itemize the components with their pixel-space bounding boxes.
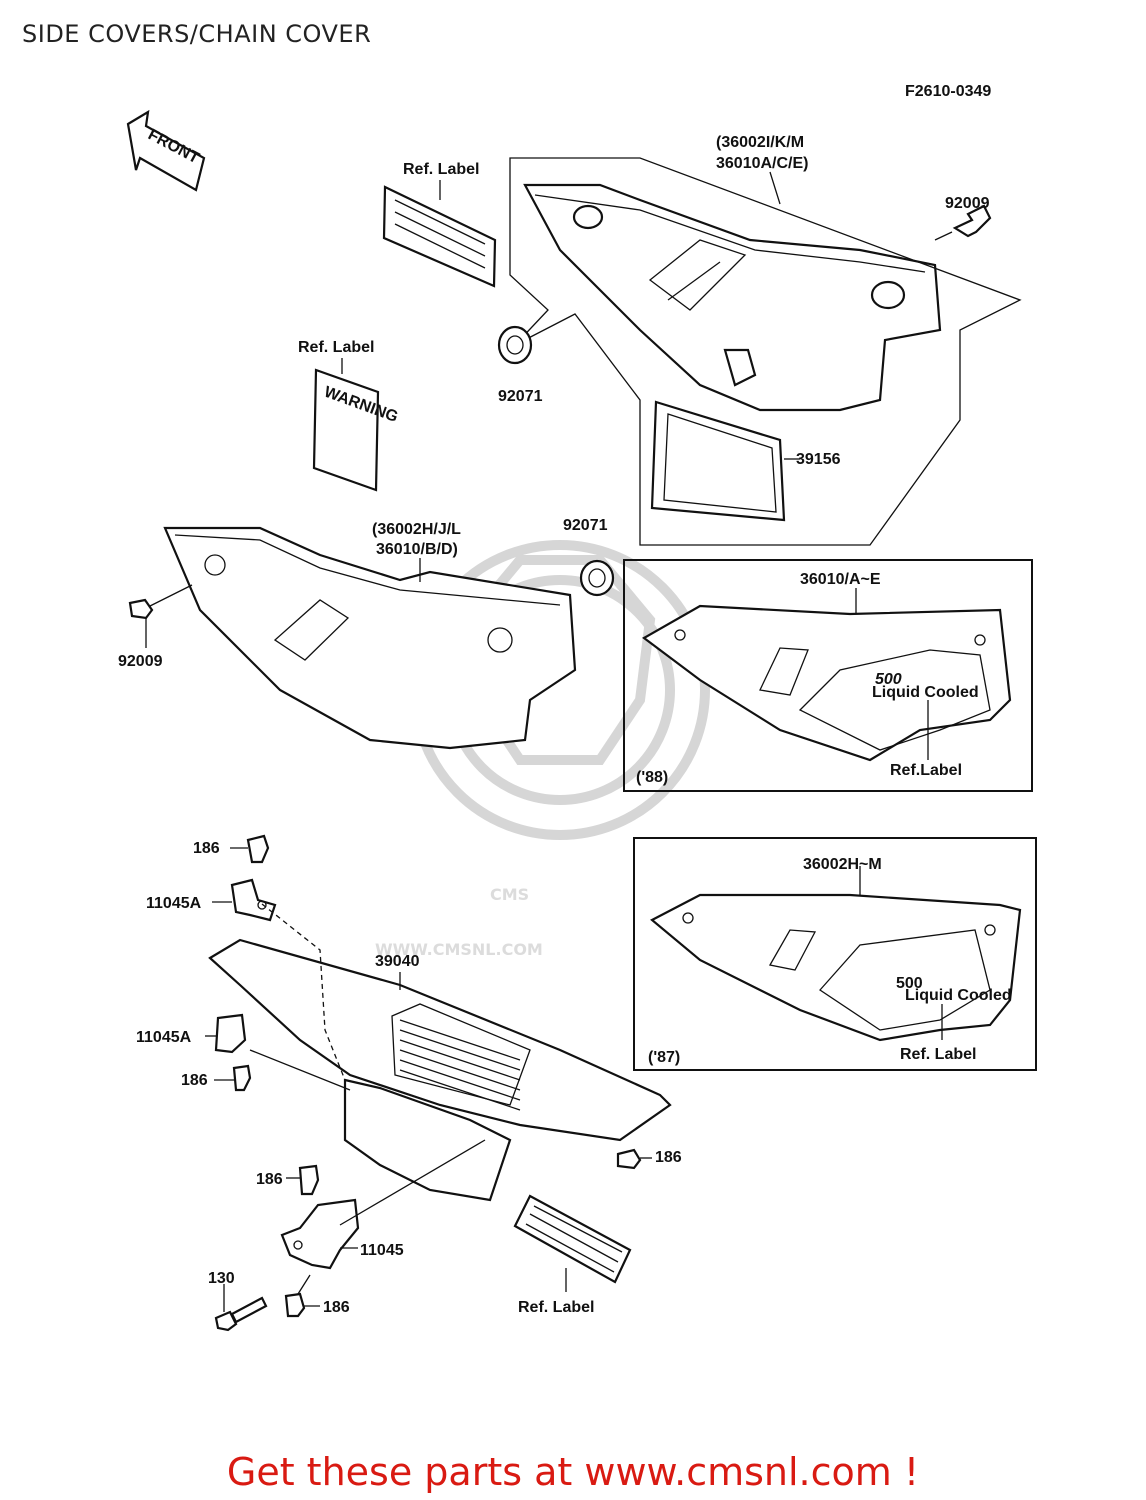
grommet-1-label: 92071: [498, 388, 543, 405]
watermark-logo: CMS: [490, 885, 529, 904]
inset-88-decal-number: 500: [875, 671, 902, 688]
inset-87-decal-sub: Liquid Cooled: [905, 987, 1012, 1004]
cover-mid-line2: 36010/B/D): [376, 541, 458, 558]
inset-88: 500 Liquid Cooled: [623, 559, 1033, 792]
front-arrow-icon: FRONT: [126, 109, 206, 192]
bolt-186-b-label: 186: [181, 1072, 208, 1089]
ref-label-2: Ref. Label: [298, 339, 374, 356]
cover-mid-line1: (36002H/J/L: [372, 521, 461, 538]
ref-label-3: Ref. Label: [518, 1299, 594, 1316]
inset-88-decal-sub: Liquid Cooled: [872, 684, 979, 701]
bracket-a1-label: 11045A: [146, 895, 202, 912]
inset-88-year: ('88): [636, 769, 668, 786]
bolt-186-c-label: 186: [655, 1149, 682, 1166]
bracket-label: 11045: [360, 1242, 404, 1259]
bracket-11045a-lower: [205, 1013, 247, 1054]
inset-88-ref-label: Ref.Label: [890, 762, 962, 779]
ref-label-1: Ref. Label: [403, 161, 479, 178]
bolt-130-icon: [214, 1284, 268, 1332]
cover-top-line1: (36002I/K/M: [716, 134, 804, 151]
bolt-92009-left-icon: [128, 584, 193, 648]
page-title: SIDE COVERS/CHAIN COVER: [22, 20, 372, 48]
bracket-11045: [280, 1139, 486, 1270]
bracket-a2-label: 11045A: [136, 1029, 192, 1046]
inset-87-part: 36002H~M: [803, 856, 882, 873]
inset-87-year: ('87): [648, 1049, 680, 1066]
watermark-url: WWW.CMSNL.COM: [375, 940, 543, 959]
ref-label-sticker-2: WARNING: [312, 368, 400, 492]
pad-39156: [650, 400, 786, 522]
grommet-92071-lower-icon: [579, 559, 615, 597]
side-cover-middle: [163, 526, 577, 750]
cover-top-line2: 36010A/C/E): [716, 155, 809, 172]
side-cover-upper: [523, 183, 942, 412]
grommet-92071-upper-icon: [497, 325, 533, 365]
inset-87: 500 Liquid Cooled: [633, 837, 1037, 1071]
bolt-92009-top-icon: [934, 204, 992, 241]
inset-88-part: 36010/A~E: [800, 571, 881, 588]
bolt-186-d-icon: [286, 1164, 320, 1196]
bolt-186-e-label: 186: [323, 1299, 350, 1316]
bolt-186-a-label: 186: [193, 840, 220, 857]
ref-label-sticker-1: [382, 185, 497, 288]
bolt-130-label: 130: [208, 1270, 235, 1287]
bolt-186-a-icon: [230, 834, 270, 864]
pad-label: 39156: [796, 451, 841, 468]
bracket-11045a-upper: [212, 878, 277, 922]
bolt-186-d-label: 186: [256, 1171, 283, 1188]
ref-label-sticker-3: [513, 1194, 632, 1292]
footer-promo-link[interactable]: Get these parts at www.cmsnl.com !: [226, 1450, 920, 1494]
figure-code: F2610-0349: [905, 83, 991, 100]
inset-87-decal-number: 500: [896, 975, 923, 992]
bolt-top-label: 92009: [945, 195, 990, 212]
grommet-2-label: 92071: [563, 517, 608, 534]
bolt-186-c-icon: [616, 1148, 652, 1170]
chain-cover-39040: [208, 903, 672, 1202]
bolt-left-label: 92009: [118, 653, 163, 670]
bolt-186-e-icon: [284, 1274, 320, 1318]
chain-cover-label: 39040: [375, 953, 420, 970]
inset-87-ref-label: Ref. Label: [900, 1046, 976, 1063]
bolt-186-b-icon: [214, 1064, 252, 1092]
